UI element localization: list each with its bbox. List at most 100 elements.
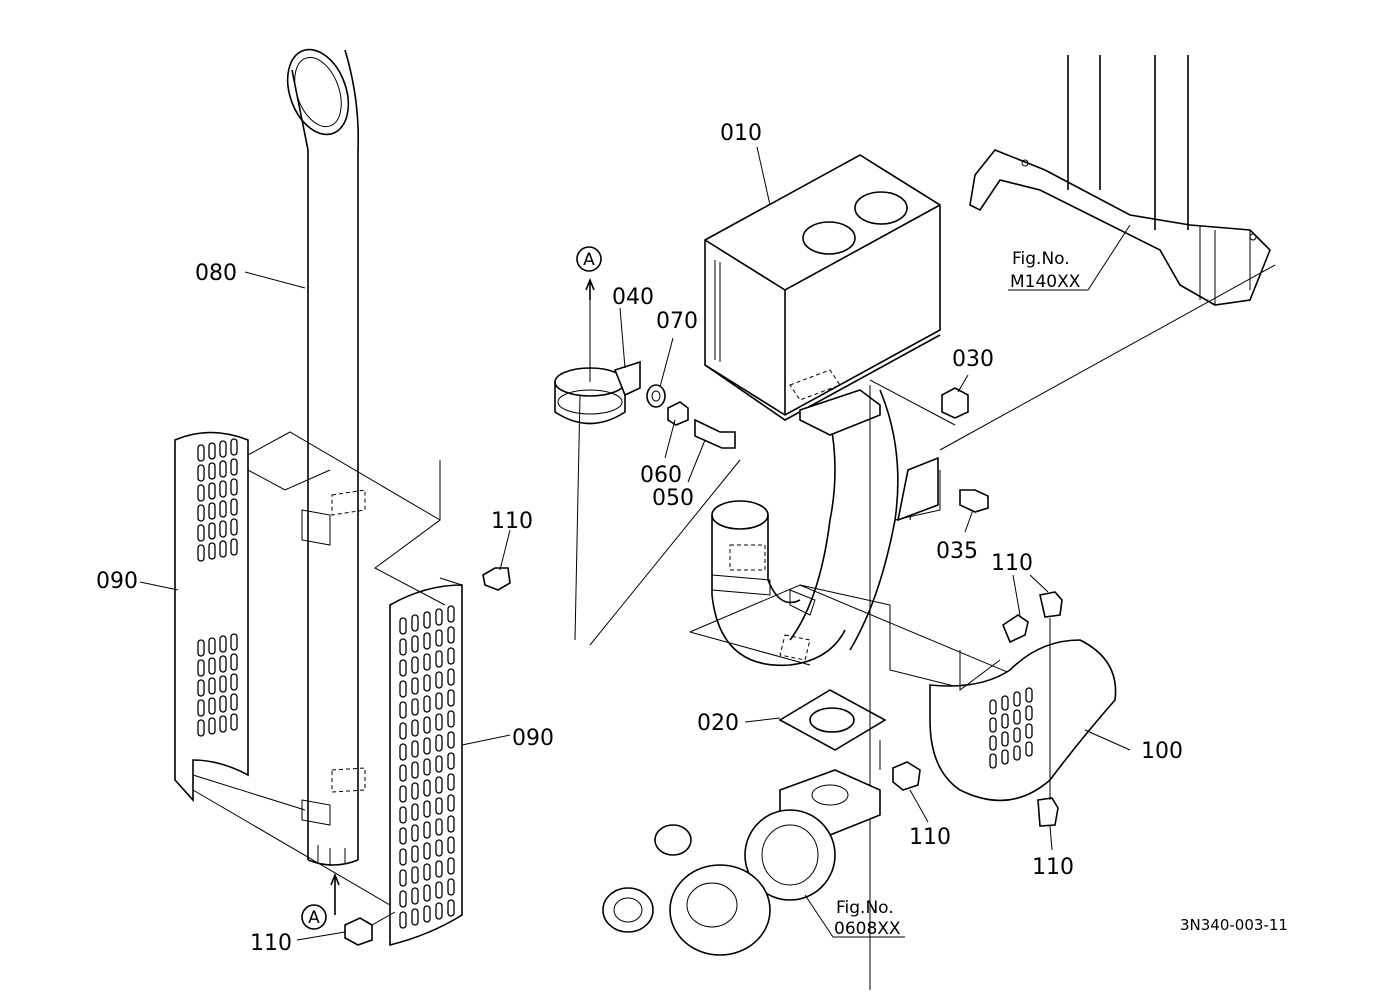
- perforation-slot: [1001, 695, 1009, 711]
- perforation-slot: [435, 650, 443, 668]
- label-110-a[interactable]: 110: [491, 509, 533, 534]
- bolt-035[interactable]: [959, 489, 989, 513]
- perforation-slot: [447, 794, 455, 812]
- label-020[interactable]: 020: [697, 711, 739, 736]
- perforation-slot: [1025, 741, 1033, 757]
- perforation-slot: [411, 614, 419, 632]
- perforation-slot: [989, 735, 997, 751]
- perforation-slot: [447, 815, 455, 833]
- perforation-slot: [447, 878, 455, 896]
- perforation-slot: [197, 719, 205, 737]
- perforation-slot: [399, 848, 407, 866]
- perforation-slot: [230, 458, 238, 476]
- fig-ref-0608xx[interactable]: Fig.No. 0608XX: [834, 898, 901, 939]
- perforation-slot: [411, 782, 419, 800]
- washer-070[interactable]: [646, 384, 666, 408]
- fig-ref-m140xx[interactable]: Fig.No. M140XX: [1010, 249, 1081, 292]
- bolt-110-f[interactable]: [344, 917, 373, 946]
- muffler-010[interactable]: [704, 154, 941, 651]
- svg-text:M140XX: M140XX: [1010, 272, 1081, 292]
- perforation-slot: [411, 740, 419, 758]
- label-030[interactable]: 030: [952, 347, 994, 372]
- perforation-slot: [399, 890, 407, 908]
- label-110-d[interactable]: 110: [909, 825, 951, 850]
- perforation-slot: [1025, 687, 1033, 703]
- gasket-020[interactable]: [778, 689, 887, 751]
- perforation-slot: [1013, 727, 1021, 743]
- perforation-slot: [989, 699, 997, 715]
- bolt-110-a[interactable]: [482, 567, 511, 591]
- perforation-slot: [435, 839, 443, 857]
- perforation-slot: [399, 764, 407, 782]
- perforation-slot: [230, 673, 238, 691]
- heat-guard-100[interactable]: [929, 639, 1117, 802]
- perforation-slot: [208, 657, 216, 675]
- perforation-slot: [423, 821, 431, 839]
- nut-060[interactable]: [667, 401, 689, 426]
- perforation-slot: [230, 518, 238, 536]
- perforation-slot: [230, 438, 238, 456]
- exhaust-pipe-080[interactable]: [277, 41, 366, 866]
- perforation-slot: [197, 699, 205, 717]
- label-050[interactable]: 050: [652, 486, 694, 511]
- label-035[interactable]: 035: [936, 539, 978, 564]
- label-110-c[interactable]: 110: [250, 931, 292, 956]
- perforation-slot: [230, 633, 238, 651]
- perforation-slot: [208, 482, 216, 500]
- perforation-slot: [447, 773, 455, 791]
- svg-text:Fig.No.: Fig.No.: [1012, 249, 1070, 269]
- bolt-110-c[interactable]: [1039, 591, 1063, 618]
- perforation-slot: [435, 734, 443, 752]
- perforation-slot: [219, 655, 227, 673]
- perforation-slot: [1025, 723, 1033, 739]
- label-090-right[interactable]: 090: [512, 726, 554, 751]
- bolt-110-d[interactable]: [892, 761, 921, 791]
- perforation-slot: [399, 638, 407, 656]
- perforation-slot: [208, 677, 216, 695]
- label-100[interactable]: 100: [1141, 739, 1183, 764]
- nut-030[interactable]: [941, 387, 969, 419]
- perforation-slot: [423, 842, 431, 860]
- label-110-b[interactable]: 110: [991, 551, 1033, 576]
- perforation-slot: [1013, 745, 1021, 761]
- svg-text:Fig.No.: Fig.No.: [836, 898, 894, 918]
- perforation-slot: [989, 717, 997, 733]
- perforation-slot: [197, 544, 205, 562]
- perforation-slot: [1001, 749, 1009, 765]
- heat-guard-090-left[interactable]: [174, 431, 249, 803]
- label-090-left[interactable]: 090: [96, 569, 138, 594]
- mounting-frame: [969, 55, 1271, 306]
- perforation-slot: [447, 752, 455, 770]
- perforation-slot: [208, 462, 216, 480]
- perforation-slot: [219, 675, 227, 693]
- heat-guard-090-right[interactable]: [389, 577, 463, 947]
- perforation-slot: [197, 524, 205, 542]
- pipe-clamp-040[interactable]: [554, 360, 641, 425]
- label-080[interactable]: 080: [195, 261, 237, 286]
- turbocharger[interactable]: [602, 769, 881, 956]
- svg-text:A: A: [583, 250, 595, 270]
- perforation-slot: [1025, 705, 1033, 721]
- elbow-pipe[interactable]: [711, 500, 846, 667]
- perforation-slot: [219, 480, 227, 498]
- perforation-slot: [411, 803, 419, 821]
- label-060[interactable]: 060: [640, 463, 682, 488]
- view-marker-a-top: A: [576, 246, 602, 272]
- perforation-slot: [411, 698, 419, 716]
- perforation-slot: [197, 444, 205, 462]
- perforation-slot: [435, 629, 443, 647]
- perforation-slot: [230, 653, 238, 671]
- bolt-110-e[interactable]: [1037, 797, 1059, 827]
- perforation-slot: [411, 866, 419, 884]
- label-070[interactable]: 070: [656, 309, 698, 334]
- perforation-slot: [399, 806, 407, 824]
- bolt-110-b[interactable]: [1002, 614, 1029, 644]
- perforation-slot: [435, 692, 443, 710]
- label-110-e[interactable]: 110: [1032, 855, 1074, 880]
- perforation-slot: [423, 884, 431, 902]
- label-040[interactable]: 040: [612, 285, 654, 310]
- perforation-slot: [411, 824, 419, 842]
- label-010[interactable]: 010: [720, 121, 762, 146]
- bolt-050[interactable]: [694, 418, 736, 449]
